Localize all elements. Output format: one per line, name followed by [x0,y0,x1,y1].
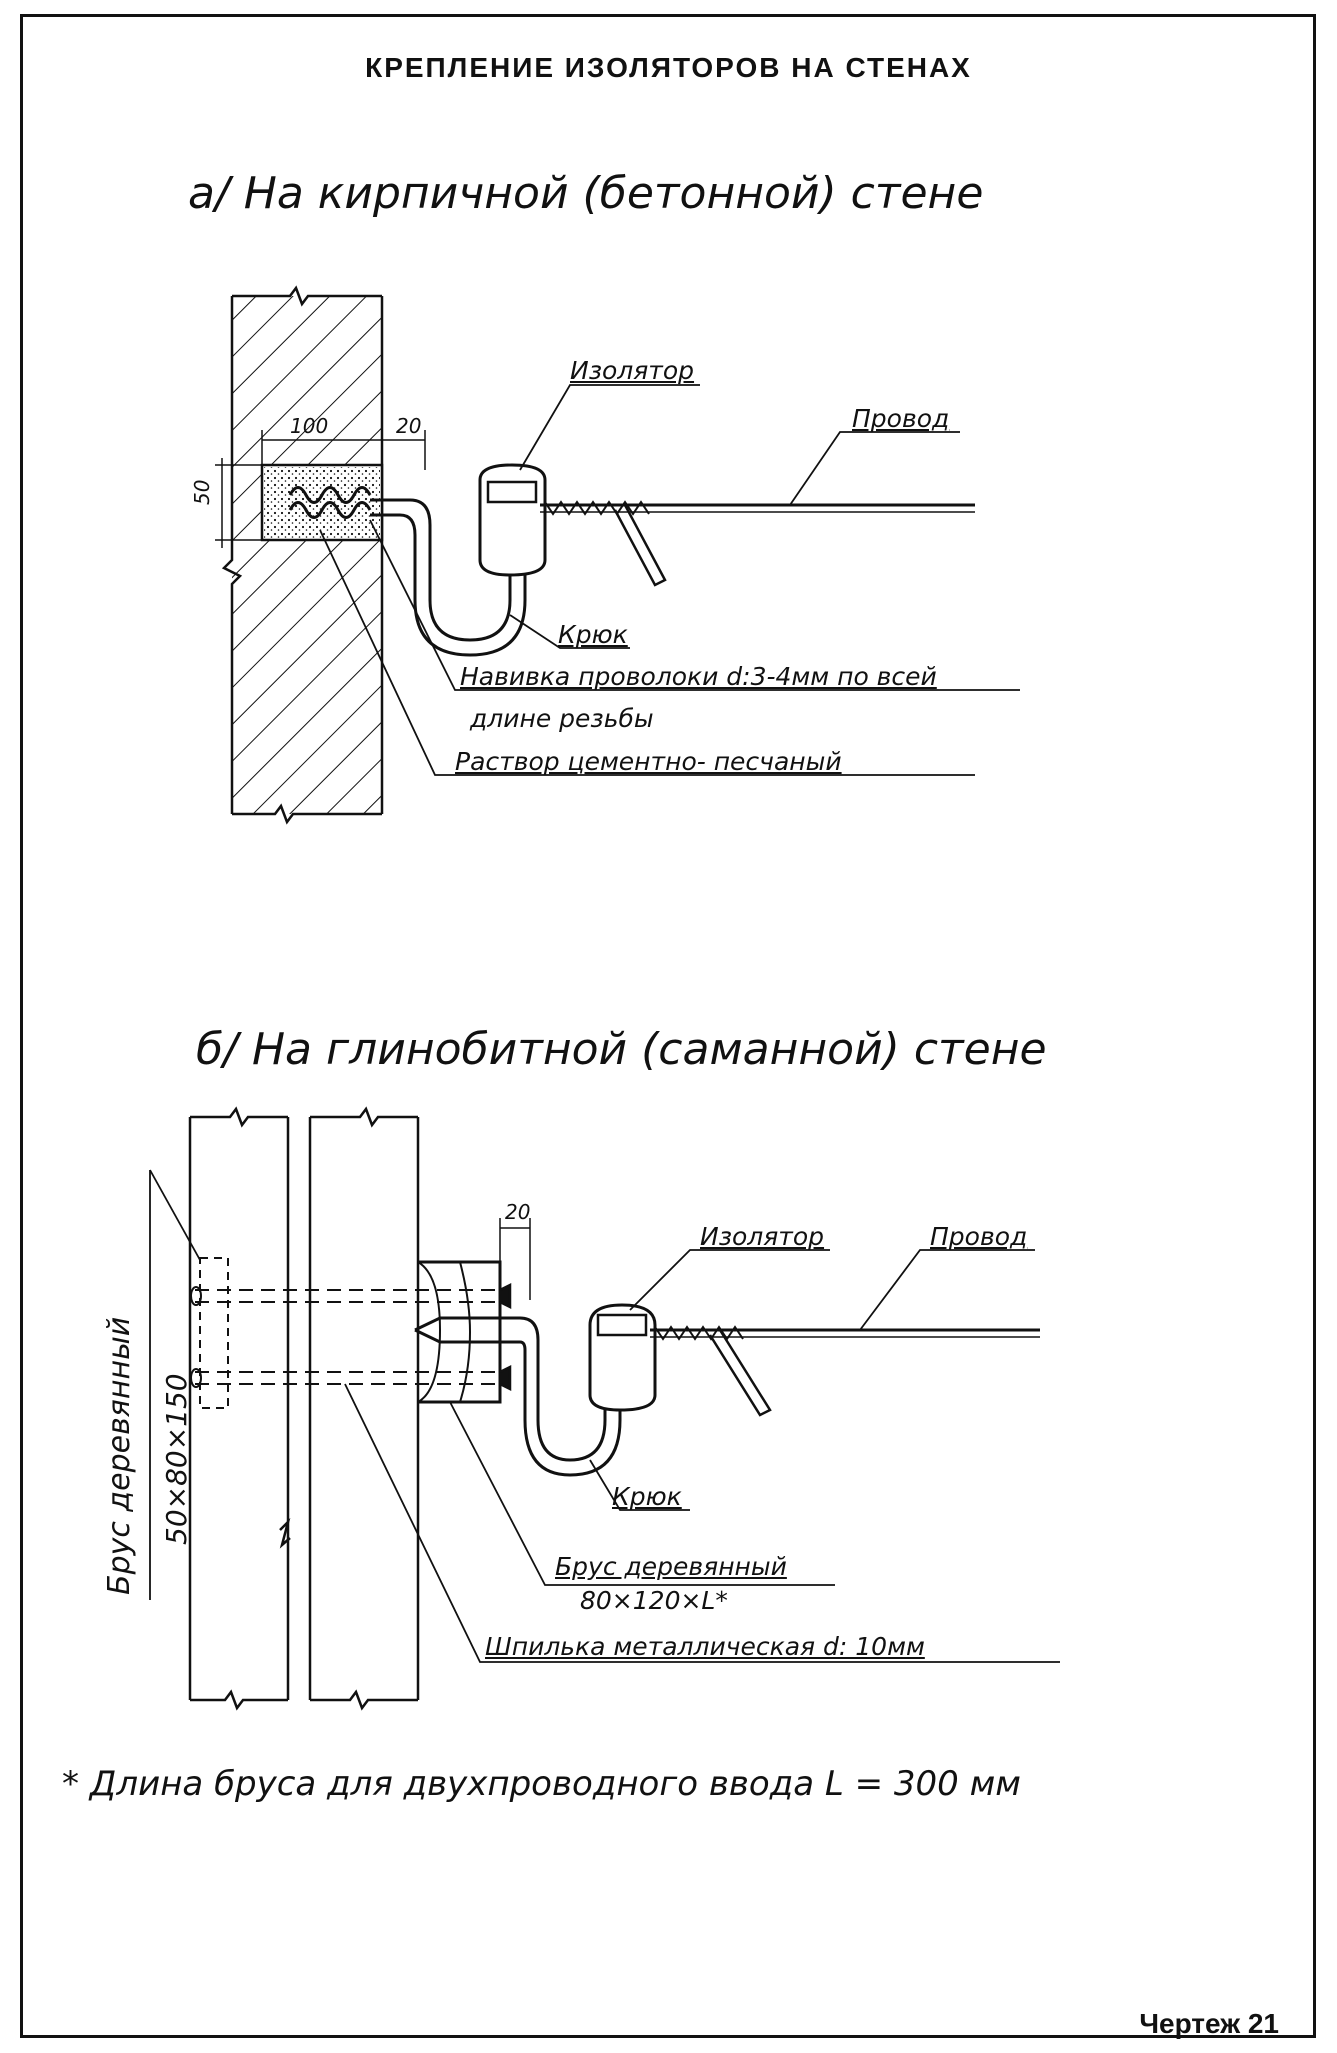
label-stud: Шпилька металлическая d: 10мм [485,1632,925,1661]
sheet-number: Чертеж 21 [1139,2008,1279,2039]
hook-b [414,1316,607,1462]
brick-wall-outline [221,296,243,814]
hook-thread [288,486,372,504]
label-winding-cont: длине резьбы [470,704,654,733]
label-side-beam-size: 50×80×150 [160,1373,193,1545]
section-a-drawing [215,285,1020,825]
footnote: * Длина бруса для двухпроводного ввода L… [62,1764,1021,1804]
dim-100: 100 [290,414,329,438]
label-mortar: Раствор цементно- песчаный [455,747,842,776]
label-hook-b: Крюк [612,1482,682,1511]
label-wire-b: Провод [930,1222,1028,1251]
label-hook-a: Крюк [558,620,628,649]
sheet-border [20,14,1316,2038]
section-b-heading: б/ На глинобитной (саманной) стене [196,1024,1047,1075]
brick-wall [232,296,382,814]
wooden-block [418,1260,502,1404]
side-beam [199,1257,229,1409]
label-winding: Навивка проволоки d:3-4мм по всей [460,662,937,691]
section-b-drawing [149,1106,1060,1711]
drawing-title: КРЕПЛЕНИЕ ИЗОЛЯТОРОВ НА СТЕНАХ [365,52,972,83]
label-side-beam: Брус деревянный [102,1316,137,1595]
label-beam: Брус деревянный [555,1552,787,1581]
label-insulator-b: Изолятор [700,1222,825,1251]
hook-a [370,498,512,642]
label-beam-size: 80×120×L* [580,1586,728,1615]
dim-20-a: 20 [396,414,422,438]
section-a-heading: а/ На кирпичной (бетонной) стене [188,168,984,219]
label-wire-a: Провод [852,404,950,433]
label-insulator-a: Изолятор [570,356,695,385]
dim-20-b: 20 [505,1200,531,1224]
dim-50: 50 [190,479,214,505]
